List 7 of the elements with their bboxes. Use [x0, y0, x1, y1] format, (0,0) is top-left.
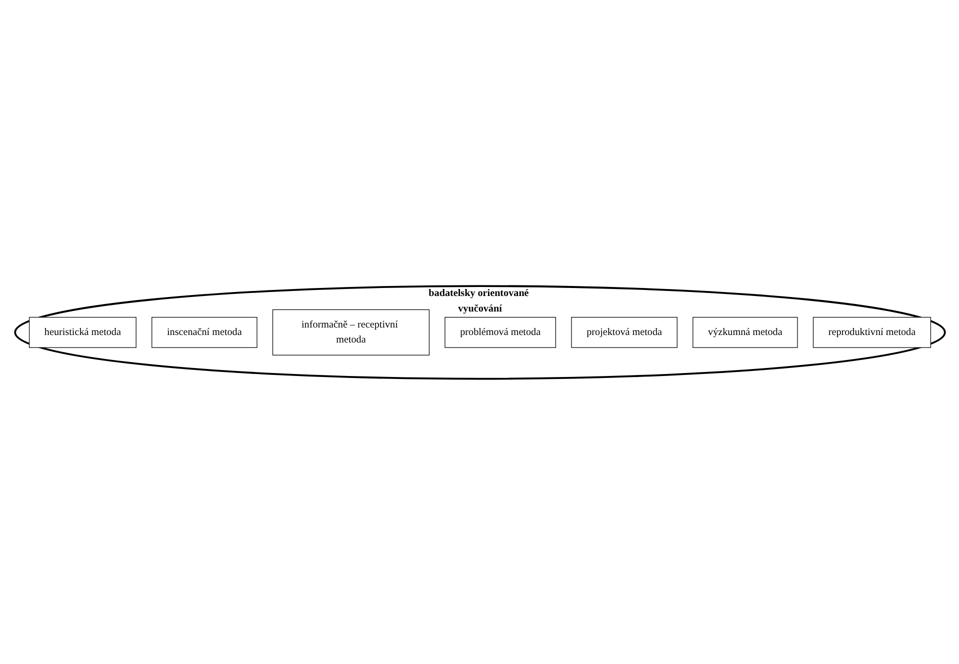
method-box: problémová metoda	[444, 316, 556, 348]
method-box: heuristická metoda	[28, 316, 136, 348]
method-box: reproduktivní metoda	[812, 316, 931, 348]
method-box: výzkumná metoda	[692, 316, 798, 348]
method-box: projektová metoda	[570, 316, 677, 348]
method-box: informačně – receptivní metoda	[272, 308, 430, 356]
method-box: inscenační metoda	[151, 316, 257, 348]
